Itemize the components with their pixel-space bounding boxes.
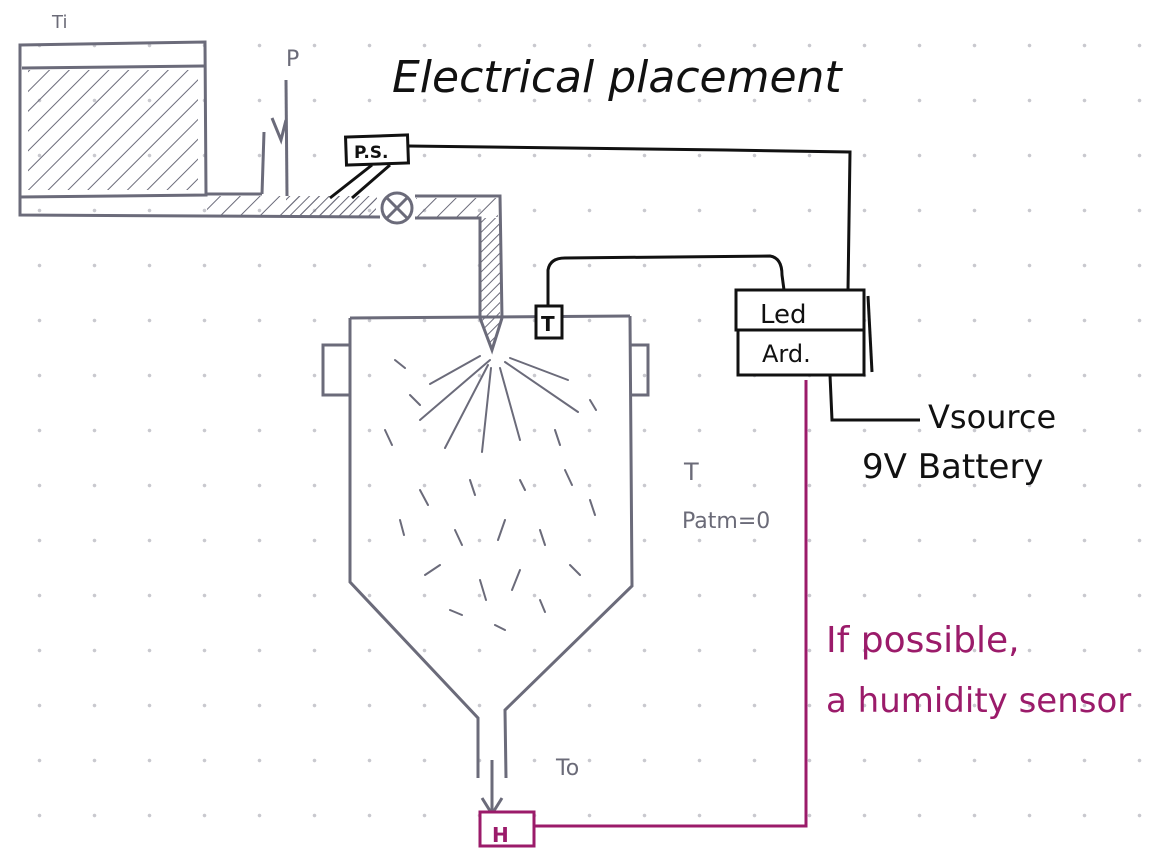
- tank-temp-label: Ti: [51, 12, 67, 33]
- battery-wire: [828, 374, 920, 422]
- power-supply-label: P.S.: [354, 143, 389, 163]
- sensor-to-controller-wire: [546, 254, 786, 306]
- ps-to-controller-wire: [407, 144, 852, 291]
- optional-note-line1: If possible,: [826, 620, 1020, 661]
- arduino-label: Ard.: [762, 340, 811, 368]
- vsource-label: Vsource: [928, 398, 1056, 436]
- pressure-riser: [260, 79, 289, 197]
- humidity-sensor-label: H: [492, 823, 509, 847]
- patm-label: Patm=0: [682, 509, 770, 534]
- spray-pattern: [384, 355, 597, 631]
- power-supply: P.S.: [329, 133, 411, 200]
- optional-note-line2: a humidity sensor: [826, 681, 1131, 721]
- valve: [380, 191, 414, 225]
- controller-stack: [734, 288, 874, 377]
- chamber-temp-label: T: [683, 458, 699, 486]
- pressure-label: P: [286, 47, 299, 72]
- humidity-sensor: H: [478, 810, 536, 848]
- diagram-title: Electrical placement: [392, 52, 843, 103]
- led-label: Led: [760, 300, 807, 330]
- temp-sensor: T: [534, 304, 564, 340]
- spray-chamber: [321, 314, 650, 817]
- feed-tank: [18, 40, 208, 199]
- humidity-wire: [534, 380, 808, 828]
- feed-pipe: [18, 192, 504, 355]
- temp-sensor-label: T: [541, 312, 555, 336]
- battery-label: 9V Battery: [862, 447, 1044, 487]
- outlet-temp-label: To: [555, 756, 579, 781]
